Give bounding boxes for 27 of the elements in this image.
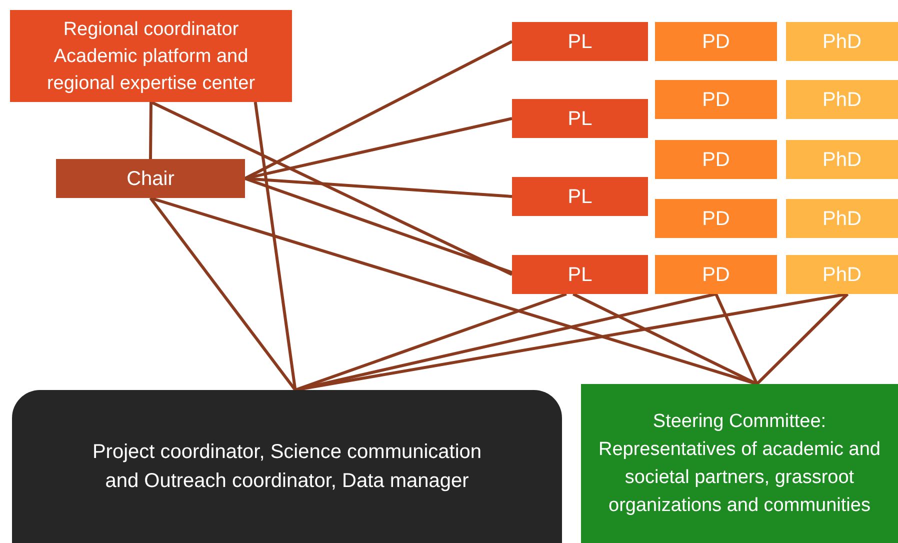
connector-line: [150, 100, 513, 276]
pl-box: PL: [512, 22, 648, 61]
pd-box: PD: [655, 199, 777, 238]
pl-box: PL: [512, 177, 648, 216]
connector-line: [294, 292, 567, 392]
phd-box: PhD: [786, 22, 898, 61]
pd-box: PD: [655, 255, 777, 294]
phd-box: PhD: [786, 80, 898, 119]
connector-line: [149, 197, 296, 391]
pd-box: PD: [655, 140, 777, 179]
connector-line: [714, 293, 758, 385]
phd-box: PhD: [786, 199, 898, 238]
connector-line: [254, 102, 297, 390]
steering-committee-box: Steering Committee: Representatives of academic and societal partners, grassroot organizations and communities: [581, 384, 898, 543]
chair-box: Chair: [56, 159, 245, 198]
connector-line: [756, 292, 849, 386]
connector-line: [244, 40, 513, 180]
coordinator-box: Regional coordinator Academic platform and regional expertise center: [10, 10, 292, 102]
pd-box: PD: [655, 80, 777, 119]
pl-box: PL: [512, 99, 648, 138]
phd-box: PhD: [786, 140, 898, 179]
team-box: Project coordinator, Science communication and Outreach coordinator, Data manager: [12, 390, 562, 543]
pd-box: PD: [655, 22, 777, 61]
connector-line: [149, 102, 152, 160]
pl-box: PL: [512, 255, 648, 294]
phd-box: PhD: [786, 255, 898, 294]
connector-line: [244, 177, 512, 274]
